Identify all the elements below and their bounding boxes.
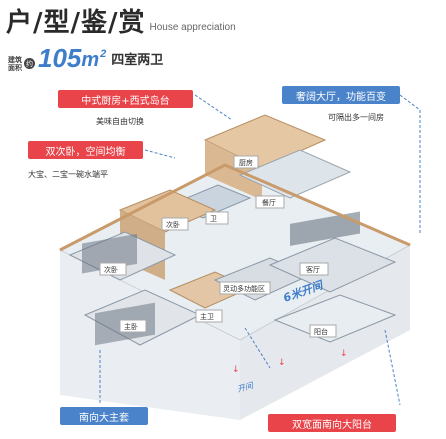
dining-room	[238, 149, 352, 199]
label-multi: 灵动多功能区	[223, 284, 265, 293]
page-subtitle: House appreciation	[149, 22, 236, 33]
label-master-bath: 主卫	[200, 312, 214, 321]
label-living: 客厅	[306, 265, 320, 274]
note-living: 可隔出多一间房	[328, 113, 384, 122]
label-balcony: 阳台	[314, 327, 328, 336]
label-dining: 餐厅	[262, 198, 276, 207]
label-bath2: 卫	[210, 215, 217, 223]
approx-icon: 约	[24, 58, 35, 69]
room-count: 四室两卫	[111, 53, 164, 68]
svg-text:↓: ↓	[278, 358, 286, 368]
tag-double-bedroom: 双次卧，空间均衡	[28, 141, 143, 159]
page-header: 户/型/鉴/赏 House appreciation	[6, 2, 236, 38]
tag-master-bedroom: 南向大主套	[60, 407, 148, 425]
tag-living-room: 奢阔大厅，功能百变	[282, 86, 400, 104]
svg-text:↓: ↓	[340, 349, 348, 359]
area-label: 建筑面积	[8, 56, 22, 72]
label-bedroom3: 次卧	[166, 220, 180, 229]
tag-kitchen-island: 中式厨房+西式岛台	[58, 90, 193, 108]
label-master: 主卧	[124, 322, 138, 331]
svg-text:↓: ↓	[232, 365, 240, 375]
label-kitchen: 厨房	[239, 158, 253, 167]
label-bedroom2: 次卧	[104, 265, 118, 274]
area-unit-superscript: 2	[100, 48, 107, 60]
area-value: 105	[38, 43, 82, 73]
note-kitchen: 美味自由切换	[96, 117, 144, 126]
label-big-open: 开间	[236, 381, 255, 394]
note-bedrooms: 大宝、二宝一碗水端平	[28, 170, 108, 179]
page-title: 户/型/鉴/赏	[6, 8, 146, 38]
tag-balcony: 双宽面南向大阳台	[268, 414, 396, 432]
living-room	[268, 237, 397, 293]
